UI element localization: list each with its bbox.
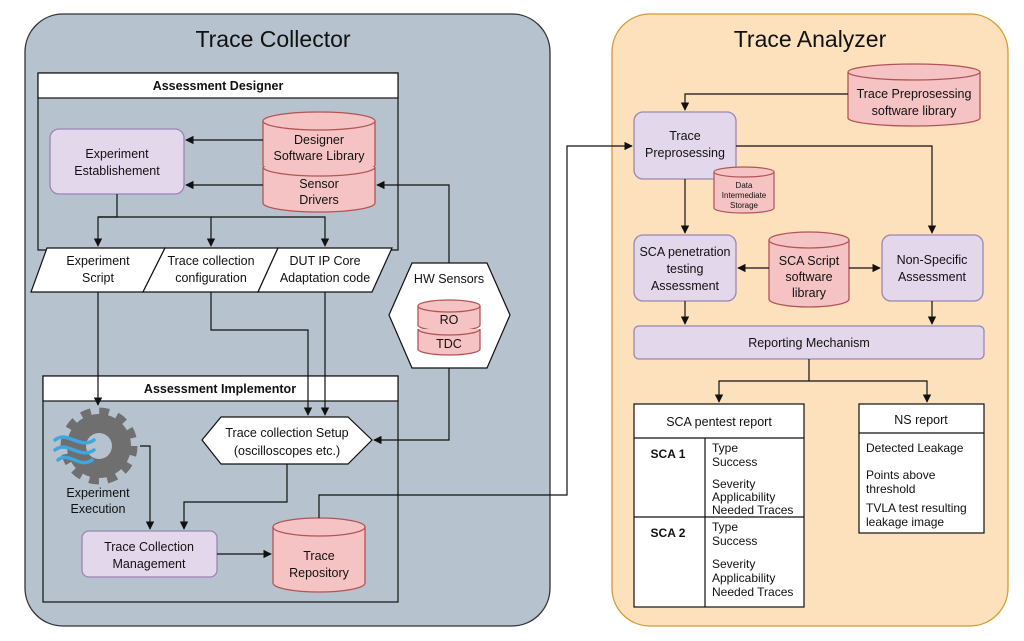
sca2-line-2: Success (712, 534, 757, 548)
trace-analyzer-title: Trace Analyzer (734, 26, 887, 52)
edges (93, 93, 937, 559)
trace-config-label-1: Trace collection (167, 254, 254, 268)
assessment-implementor-frame: Assessment Implementor (42, 375, 399, 603)
experiment-script-label-2: Script (82, 271, 114, 285)
trace-collector-title: Trace Collector (195, 26, 350, 52)
edge-hw-to-setup (373, 368, 450, 445)
trace-setup-label-1: Trace collection Setup (225, 426, 348, 440)
ns-line-3: Points above (866, 468, 936, 482)
edge-hw-to-drivers (376, 180, 450, 263)
reporting-label: Reporting Mechanism (748, 336, 870, 350)
sensor-drivers-label-1: Sensor (299, 177, 339, 191)
sca2-line-5: Applicability (712, 571, 775, 585)
preprocessing-library-label-1: Trace Preprosessing (857, 87, 972, 101)
preprocessing-library-label-2: software library (872, 104, 957, 118)
sca2-line-6: Needed Traces (712, 585, 793, 599)
designer-library-cylinder[interactable]: Designer Software Library (262, 111, 376, 175)
trace-preprocessing-node[interactable]: Trace Preprosessing (633, 111, 737, 180)
sca-pentest-node[interactable]: SCA penetration testing Assessment (633, 234, 737, 302)
edge-setup-to-management (179, 464, 288, 530)
hw-sensors-title: HW Sensors (414, 272, 484, 286)
trace-setup-label-2: (oscilloscopes etc.) (234, 444, 340, 458)
trace-repository-cylinder[interactable]: Trace Repository (272, 517, 366, 593)
pentest-report-title: SCA pentest report (666, 415, 772, 429)
reporting-node[interactable]: Reporting Mechanism (633, 325, 985, 360)
sca-script-library-label-3: library (792, 286, 827, 300)
ro-label: RO (440, 313, 459, 327)
sca1-line-4: Severity (712, 477, 755, 491)
edge-repository-to-preprocessing (318, 141, 633, 518)
ns-line-4: threshold (866, 482, 915, 496)
assessment-designer-frame: Assessment Designer (37, 72, 399, 251)
sca2-line-1: Type (712, 520, 738, 534)
dut-code-node[interactable]: DUT IP Core Adaptation code (257, 247, 393, 293)
experiment-establishment-label-1: Experiment (85, 147, 149, 161)
sca-script-library-label-2: software (785, 270, 832, 284)
sca2-name: SCA 2 (651, 526, 686, 540)
trace-preprocessing-label-2: Preprosessing (645, 146, 725, 160)
trace-management-label-2: Management (113, 557, 186, 571)
sca-script-library-label-1: SCA Script (779, 254, 840, 268)
trace-management-label-1: Trace Collection (104, 540, 194, 554)
edge-execution-to-management (140, 445, 155, 530)
data-storage-cylinder[interactable]: Data Intermediate Storage (713, 166, 775, 214)
trace-repository-label-1: Trace (303, 549, 335, 563)
non-specific-label-1: Non-Specific (897, 253, 968, 267)
experiment-script-node[interactable]: Experiment Script (30, 247, 166, 293)
trace-config-node[interactable]: Trace collection configuration (142, 247, 279, 293)
ro-cylinder[interactable]: RO (417, 299, 481, 332)
ns-report-title: NS report (894, 413, 948, 427)
experiment-execution-label-1: Experiment (66, 486, 130, 500)
trace-management-node[interactable]: Trace Collection Management (81, 530, 218, 578)
trace-repository-label-2: Repository (289, 566, 349, 580)
tdc-cylinder[interactable]: TDC (417, 328, 481, 356)
sca-pentest-label-1: SCA penetration (639, 245, 730, 259)
pentest-report-table: SCA pentest report SCA 1 Type Success Se… (633, 403, 805, 608)
preprocessing-library-cylinder[interactable]: Trace Preprosessing software library (847, 63, 981, 127)
sensor-drivers-cylinder[interactable]: Sensor Drivers (262, 166, 376, 213)
non-specific-node[interactable]: Non-Specific Assessment (881, 234, 984, 302)
edge-split-to-dut (211, 216, 330, 247)
sca1-line-2: Success (712, 455, 757, 469)
sensor-drivers-label-2: Drivers (299, 193, 339, 207)
data-storage-label-3: Storage (730, 201, 759, 210)
dut-code-label-2: Adaptation code (280, 271, 370, 285)
experiment-script-label-1: Experiment (66, 254, 130, 268)
sca1-line-6: Needed Traces (712, 503, 793, 517)
assessment-implementor-title: Assessment Implementor (144, 382, 296, 396)
edge-preprocessing-to-nonspecific (736, 145, 937, 234)
gear-icon (53, 407, 138, 485)
sca-script-library-cylinder[interactable]: SCA Script software library (768, 231, 850, 308)
sca1-line-1: Type (712, 441, 738, 455)
non-specific-label-2: Assessment (898, 270, 967, 284)
edge-config-to-setup (210, 292, 313, 416)
ns-line-6: leakage image (866, 515, 944, 529)
sca1-line-5: Applicability (712, 490, 775, 504)
ns-report-table: NS report Detected Leakage Points above … (858, 403, 985, 534)
experiment-establishment-node[interactable]: Experiment Establishement (49, 128, 185, 195)
experiment-execution-label-2: Execution (71, 502, 126, 516)
edge-reporting-split (714, 359, 810, 403)
designer-library-label-1: Designer (294, 133, 344, 147)
experiment-establishment-label-2: Establishement (74, 164, 160, 178)
sca-pentest-label-2: testing (667, 262, 704, 276)
edge-reporting-to-ns (809, 380, 932, 403)
ns-line-5: TVLA test resulting (866, 501, 967, 515)
assessment-designer-title: Assessment Designer (153, 79, 284, 93)
data-storage-label-2: Intermediate (722, 191, 767, 200)
trace-preprocessing-label-1: Trace (669, 129, 701, 143)
dut-code-label-1: DUT IP Core (289, 254, 360, 268)
trace-setup-node[interactable]: Trace collection Setup (oscilloscopes et… (201, 416, 373, 465)
designer-library-label-2: Software Library (273, 149, 365, 163)
trace-config-label-2: configuration (175, 271, 247, 285)
sca2-line-4: Severity (712, 557, 755, 571)
tdc-label: TDC (436, 337, 462, 351)
sca-pentest-label-3: Assessment (651, 279, 720, 293)
ns-line-1: Detected Leakage (866, 441, 964, 455)
edge-preplib-to-preprocessing (680, 93, 848, 111)
sca1-name: SCA 1 (651, 447, 686, 461)
data-storage-label-1: Data (736, 181, 753, 190)
